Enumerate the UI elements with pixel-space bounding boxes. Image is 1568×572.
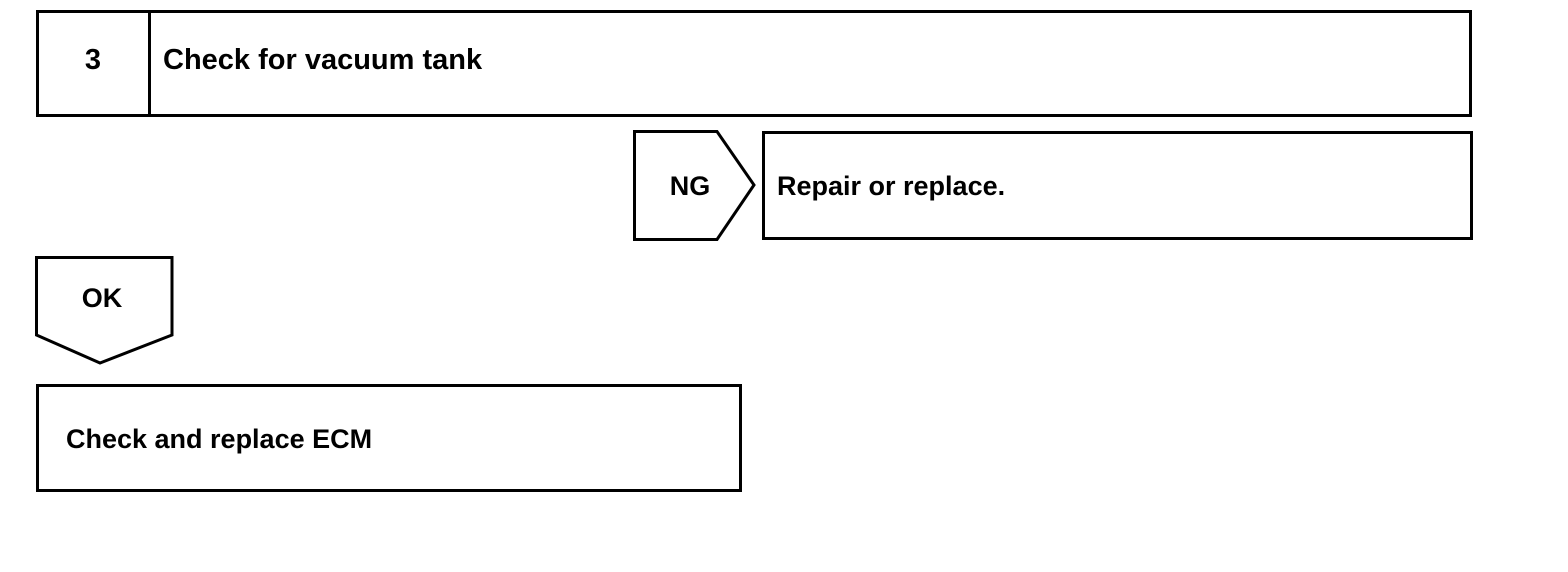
step-number: 3 [84, 44, 102, 76]
ok-arrow-icon [35, 256, 174, 365]
step-title: Check for vacuum tank [163, 44, 483, 76]
ng-action-text: Repair or replace. [777, 171, 1006, 201]
step-header-box [36, 10, 1472, 117]
step-number-divider [148, 10, 151, 117]
ng-action-box [762, 131, 1473, 240]
ok-action-box [36, 384, 742, 492]
ng-arrow-icon [633, 130, 756, 241]
ok-action-text: Check and replace ECM [66, 424, 373, 454]
ok-label: OK [81, 283, 123, 313]
ng-label: NG [669, 171, 711, 201]
